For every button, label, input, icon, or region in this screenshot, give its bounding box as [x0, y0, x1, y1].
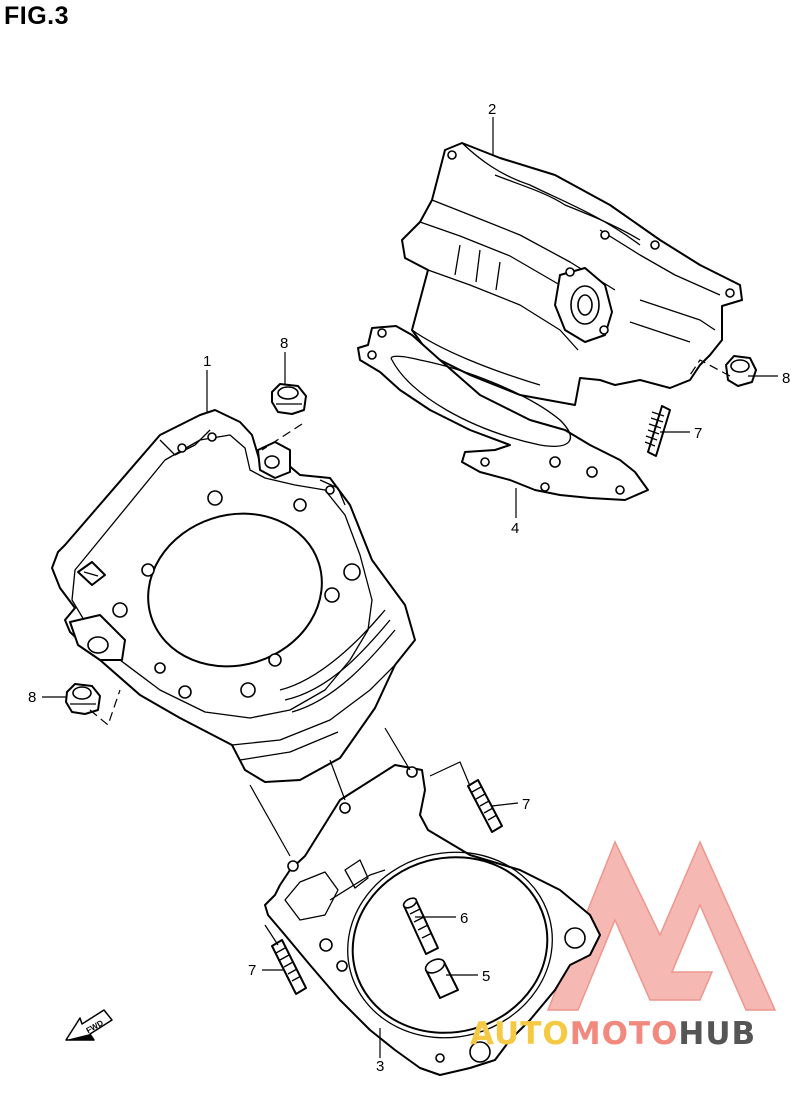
callout-1: 1: [203, 353, 211, 370]
callout-7-rear: 7: [694, 425, 702, 442]
flange-nut-front-top: [271, 383, 307, 415]
callout-4: 4: [511, 520, 519, 537]
watermark-text: AUTOMOTOHUB: [470, 1016, 756, 1052]
dowel-pin: [424, 958, 459, 999]
flange-nut-rear: [725, 355, 757, 387]
callout-2: 2: [488, 101, 496, 118]
figure-title: FIG.3: [4, 2, 70, 30]
stud-bolt-front-top: [467, 779, 503, 833]
stud-bolt-center: [402, 897, 439, 955]
stud-bolt-rear: [644, 405, 671, 457]
svg-text:AUTOMOTOHUB: AUTOMOTOHUB: [470, 1016, 756, 1052]
flange-nut-front-left: [65, 683, 101, 715]
callout-leaders: [42, 117, 778, 1058]
rear-cylinder: [401, 142, 743, 406]
callout-3: 3: [376, 1058, 384, 1075]
callout-7-front-top: 7: [522, 796, 530, 813]
forward-direction-arrow-icon: FWD: [65, 1009, 113, 1041]
callout-5: 5: [482, 968, 490, 985]
watermark-moto: MOTO: [570, 1016, 679, 1052]
rear-cylinder-gasket: [357, 325, 649, 501]
callout-8-front-top: 8: [280, 335, 288, 352]
callout-8-front-left: 8: [28, 689, 36, 706]
watermark-logo-icon: [546, 840, 777, 1011]
callout-7-front-left: 7: [248, 962, 256, 979]
front-cylinder: [51, 409, 416, 783]
stud-bolt-front-left: [271, 939, 307, 995]
callout-8-rear: 8: [782, 370, 790, 387]
watermark-auto: AUTO: [470, 1016, 570, 1052]
watermark-hub: HUB: [678, 1016, 756, 1052]
callout-6: 6: [460, 910, 468, 927]
front-cylinder-gasket: [264, 764, 601, 1076]
assembly-lines: [89, 359, 731, 946]
